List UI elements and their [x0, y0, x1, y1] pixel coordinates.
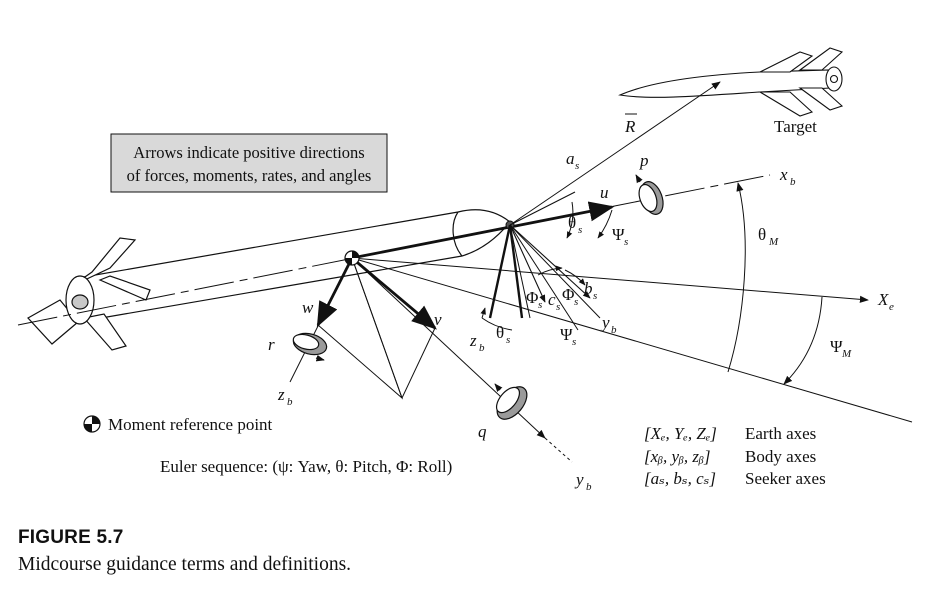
earth-x-sub: e [889, 301, 894, 313]
target-missile [618, 47, 844, 117]
psi-s-label-bottom: Ψ [560, 325, 573, 344]
rate-p-symbol [635, 174, 664, 215]
axes-legend-name-0: Earth axes [745, 424, 816, 443]
body-y-sub-upper: b [611, 324, 617, 336]
seeker-b-label: b [584, 279, 593, 298]
v-label: v [434, 310, 442, 329]
axes-legend-set-1: [xᵦ, yᵦ, zᵦ] [644, 447, 710, 466]
axes-legend-set-2: [aₛ, bₛ, cₛ] [644, 469, 716, 488]
phi-s-sub-1: s [538, 299, 542, 311]
rate-r-label: r [268, 335, 275, 354]
axes-legend-name-2: Seeker axes [745, 469, 826, 488]
seeker-b-sub: s [593, 290, 597, 302]
rate-q-label: q [478, 422, 487, 441]
rate-r-symbol [292, 332, 328, 362]
seeker-c-axis [509, 224, 546, 303]
target-label: Target [774, 117, 817, 136]
note-line-1: Arrows indicate positive directions [133, 143, 364, 162]
psi-s-sub-top: s [624, 236, 628, 248]
moment-legend-text: Moment reference point [108, 415, 273, 434]
theta-s-sub-bottom: s [506, 334, 510, 346]
psi-m-label: Ψ [830, 337, 843, 356]
seeker-zb-axis [488, 224, 512, 319]
body-y-sub-lower: b [586, 481, 592, 493]
phi-s-label-2: Φ [562, 285, 574, 304]
psi-s-sub-bottom: s [572, 336, 576, 348]
v-velocity-arrow [351, 256, 437, 330]
figure-caption: Midcourse guidance terms and definitions… [18, 554, 352, 575]
theta-s-sub-top: s [578, 224, 582, 236]
phi-s-arc [537, 265, 563, 276]
missile-body [27, 209, 511, 351]
psi-m-sub: M [841, 348, 852, 360]
theta-s-label-top: θ [568, 213, 576, 232]
seeker-a-axis [509, 191, 576, 226]
body-x-sub: b [790, 176, 796, 188]
u-velocity-arrow [351, 201, 615, 260]
psi-s-arc-top [597, 209, 613, 239]
guidance-diagram: Target Arrows indicate positive directio… [17, 47, 913, 493]
seeker-axes [480, 191, 613, 331]
diagram-labels: R a s p u x b θ s Ψ s θ M X e Ψ M Φ s c … [268, 113, 894, 493]
body-y-label-upper: y [600, 313, 610, 332]
theta-m-label: θ [758, 225, 766, 244]
missile-angles [727, 182, 823, 385]
psi-reference-line [351, 257, 913, 423]
seeker-a-sub: s [575, 160, 579, 172]
range-vector-label: R [624, 117, 636, 136]
theta-s-arc-top [566, 201, 574, 239]
earth-x-axis [351, 257, 869, 303]
theta-m-sub: M [768, 236, 779, 248]
seeker-a-label: a [566, 149, 575, 168]
psi-s-label-top: Ψ [612, 225, 625, 244]
rate-p-label: p [639, 151, 649, 170]
body-y-label-lower: y [574, 470, 584, 489]
body-z-label-nose: z [469, 331, 477, 350]
body-z-sub-nose: b [479, 342, 485, 354]
euler-sequence: Euler sequence: (ψ: Yaw, θ: Pitch, Φ: Ro… [160, 457, 452, 476]
body-z-label: z [277, 385, 285, 404]
body-z-sub: b [287, 396, 293, 408]
seeker-c-sub: s [556, 301, 560, 313]
cg-marker [344, 250, 360, 266]
rate-q-symbol [494, 383, 528, 420]
figure-number: FIGURE 5.7 [18, 527, 124, 548]
moment-legend: Moment reference point [83, 415, 273, 434]
phi-s-sub-2: s [574, 296, 578, 308]
note-line-2: of forces, moments, rates, and angles [127, 166, 372, 185]
seeker-b-axis [509, 224, 591, 299]
theta-s-arc-bottom [481, 317, 513, 331]
theta-s-label-bottom: θ [496, 323, 504, 342]
earth-x-label: X [877, 290, 889, 309]
axes-legend-name-1: Body axes [745, 447, 816, 466]
body-z-axis [289, 257, 353, 383]
w-label: w [302, 298, 314, 317]
phi-s-label-1: Φ [526, 288, 538, 307]
moment-reference-icon [83, 415, 101, 433]
axes-legend: [Xₑ, Yₑ, Zₑ] Earth axes [xᵦ, yᵦ, zᵦ] Bod… [644, 424, 826, 488]
note-box: Arrows indicate positive directions of f… [110, 133, 388, 193]
u-label: u [600, 183, 609, 202]
axes-legend-set-0: [Xₑ, Yₑ, Zₑ] [644, 424, 717, 443]
body-x-label: x [779, 165, 788, 184]
theta-m-arc [727, 182, 746, 373]
psi-m-arc [783, 296, 823, 385]
body-axes [289, 201, 615, 400]
seeker-c-label: c [548, 290, 556, 309]
range-vector [509, 81, 721, 226]
phi-s-arc-2 [564, 269, 586, 286]
